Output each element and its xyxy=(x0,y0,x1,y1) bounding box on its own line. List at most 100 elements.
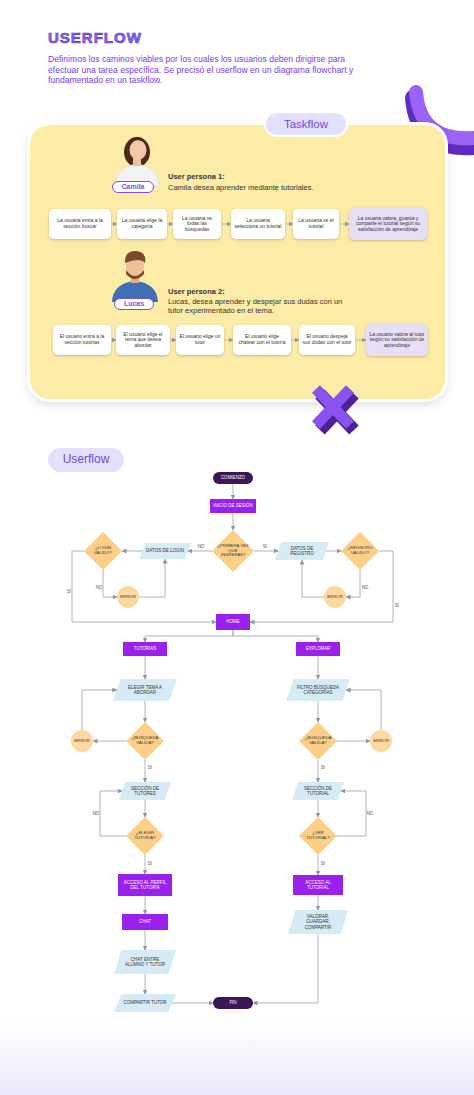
connector xyxy=(318,760,319,782)
process-box: INICIO DE SESIÓN xyxy=(210,499,256,513)
connector xyxy=(346,570,360,597)
connector xyxy=(172,1003,213,1004)
node-text: ¿BUSQUEDA VALIDA? xyxy=(131,736,160,746)
connector xyxy=(103,570,117,597)
edge-label: NO xyxy=(362,586,369,591)
task-box: El usuario elige chatear con el tutor/a xyxy=(233,325,291,355)
parallelogram-shape xyxy=(139,543,191,559)
process-box: ACCESO AL PERFIL DEL TUTOR/A xyxy=(118,874,172,896)
page-caption: Definimos los caminos viables por los cu… xyxy=(48,54,378,86)
persona-badge: Camila xyxy=(112,181,154,193)
io-parallelogram: SECCIÓN DE TUTORIAL xyxy=(292,782,344,800)
task-box: La usuaria ve todas las búsquedas xyxy=(173,209,221,239)
connector xyxy=(145,930,146,950)
connector xyxy=(122,551,142,552)
error-circle: ERROR xyxy=(370,730,392,752)
panel-heading: Taskflow xyxy=(266,113,346,135)
task-box-final: La usuario valora al tutor según su sati… xyxy=(366,324,428,356)
task-box-final: La usuaria valora, guarda y comparte el … xyxy=(349,208,427,240)
node-text: Camila xyxy=(122,183,145,191)
connector xyxy=(233,484,234,499)
persona-text: User persona 2: xyxy=(168,287,368,296)
node-text: ¿VER TUTORIAL? xyxy=(304,831,333,841)
node-text: ERROR xyxy=(327,595,343,600)
node-text: ¿BUSQUEDA VALIDA? xyxy=(304,736,333,746)
edge-label: SI xyxy=(148,766,152,771)
persona-badge: Lucas xyxy=(114,298,154,310)
io-parallelogram: FILTRO BÚSQUEDA CATEGORÍAS xyxy=(286,679,350,701)
edge-label: SI xyxy=(67,590,71,595)
task-box: La usuaria elige la categoría xyxy=(117,209,167,239)
connector xyxy=(233,630,318,642)
page-title: USERFLOW xyxy=(48,29,142,46)
node-text: SECCIÓN DE TUTORIAL xyxy=(299,786,337,796)
node-text: COMIENZO xyxy=(221,475,245,480)
persona-text: Camila desea aprender mediante tutoriale… xyxy=(168,183,368,192)
decision-diamond: ¿LOGIN VALIDO? xyxy=(84,532,122,570)
node-text: ERROR xyxy=(373,739,389,744)
connector xyxy=(250,551,393,622)
node-text: CHAT ENTRE ALUMNO Y TUTOR xyxy=(121,957,169,967)
parallelogram-shape xyxy=(292,782,344,800)
node-text: COMPARTIR TUTOR xyxy=(123,1000,166,1005)
edge-label: SI xyxy=(321,766,325,771)
decision-diamond: ¿PRIMERA VEZ QUE INGRESAS? xyxy=(212,530,254,572)
diamond-shape xyxy=(84,532,122,570)
parallelogram-shape xyxy=(114,950,176,974)
connector xyxy=(233,513,234,530)
node-text: El usuario despeja sus dudas con el tuto… xyxy=(302,334,352,345)
task-box: El usuario despeja sus dudas con el tuto… xyxy=(299,325,355,355)
node-text: La usuaria valora, guarda y comparte el … xyxy=(352,216,424,233)
edge-label: NO xyxy=(93,812,100,817)
task-box: El usuario elige un tutor xyxy=(176,325,224,355)
terminal-node: FIN xyxy=(213,997,253,1009)
diamond-shape xyxy=(126,722,164,760)
node-text: TUTORIAS xyxy=(134,646,157,651)
connector xyxy=(145,800,146,817)
connector xyxy=(346,690,381,730)
connector xyxy=(337,791,366,836)
connector xyxy=(318,855,319,875)
decision-diamond: ¿ELEGIR TUTOR/A? xyxy=(126,817,164,855)
connector xyxy=(318,895,319,910)
connector xyxy=(93,741,126,742)
connector xyxy=(318,800,319,817)
error-circle: ERROR xyxy=(71,730,93,752)
node-text: DATOS DE LOGIN xyxy=(146,548,184,553)
bottom-gradient xyxy=(0,1020,474,1095)
io-parallelogram: DATOS DE LOGIN xyxy=(139,543,191,559)
decor-cross-shadow xyxy=(320,394,354,430)
terminal-node: COMIENZO xyxy=(213,472,253,484)
node-text: ACCESO AL PERFIL DEL TUTOR/A xyxy=(120,880,170,890)
node-text: ACCESO AL TUTORIAL xyxy=(295,880,341,890)
decision-diamond: ¿VER TUTORIAL? xyxy=(299,817,337,855)
decision-diamond: ¿REGISTRO VALIDO? xyxy=(341,532,379,570)
node-text: HOME xyxy=(226,619,240,624)
node-text: FILTRO BÚSQUEDA CATEGORÍAS xyxy=(293,685,343,695)
error-circle: ERROR xyxy=(117,586,139,608)
parallelogram-shape xyxy=(288,910,348,934)
circle-shape xyxy=(71,730,93,752)
node-text: Userflow xyxy=(63,453,110,466)
connector xyxy=(145,701,146,722)
connector xyxy=(145,630,233,642)
process-box: CHAT xyxy=(122,914,168,930)
node-text: ERROR xyxy=(120,595,136,600)
node-text: La usuaria selecciona un tutorial xyxy=(234,218,282,229)
diamond-shape xyxy=(126,817,164,855)
node-text: ¿LOGIN VALIDO? xyxy=(89,546,118,556)
process-box: TUTORIAS xyxy=(123,642,167,656)
connector xyxy=(318,656,319,679)
edge-label: SI xyxy=(395,604,399,609)
connector xyxy=(337,741,370,742)
decision-diamond: ¿BUSQUEDA VALIDA? xyxy=(299,722,337,760)
connector xyxy=(145,656,146,679)
edge-label: NO xyxy=(367,812,374,817)
parallelogram-shape xyxy=(286,679,350,701)
edge-label: SI xyxy=(148,862,152,867)
node-text: CHAT xyxy=(139,919,151,924)
node-text: ¿REGISTRO VALIDO? xyxy=(346,546,375,556)
connector xyxy=(72,551,216,622)
decor-cross-shadow xyxy=(320,394,354,430)
node-text: La usuario valora al tutor según su sati… xyxy=(369,332,425,349)
